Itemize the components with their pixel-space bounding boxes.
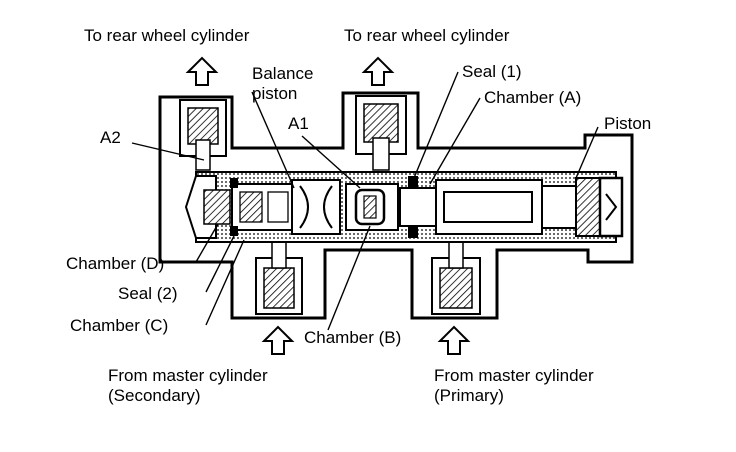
outlet-port-right xyxy=(355,95,407,171)
outlet-port-left xyxy=(179,99,227,171)
label-chamber-b: Chamber (B) xyxy=(304,328,402,347)
arrow-up-icon xyxy=(361,56,395,86)
label-chamber-a: Chamber (A) xyxy=(484,88,582,107)
label-piston: Piston xyxy=(604,114,652,133)
seal-1 xyxy=(408,176,418,188)
label-seal-1: Seal (1) xyxy=(462,62,522,81)
inlet-port-primary xyxy=(431,235,481,315)
label-to-rear-left: To rear wheel cylinder xyxy=(84,26,250,45)
leader-lines xyxy=(131,71,599,331)
left-end-cap xyxy=(184,175,231,239)
arrow-up-icon xyxy=(185,56,219,86)
right-plug xyxy=(598,176,624,238)
balance-piston xyxy=(231,179,341,235)
label-a1: A1 xyxy=(288,114,309,133)
seal-2b xyxy=(230,226,238,236)
main-piston xyxy=(399,177,601,237)
arrow-up-icon xyxy=(437,325,471,355)
label-a2: A2 xyxy=(100,128,121,147)
valve-a1 xyxy=(345,183,399,231)
label-balance-piston: Balance piston xyxy=(252,64,314,103)
arrow-up-icon xyxy=(261,325,295,355)
seal-1b xyxy=(408,226,418,238)
label-chamber-c: Chamber (C) xyxy=(70,316,169,335)
inlet-port-secondary xyxy=(255,235,303,315)
label-to-rear-right: To rear wheel cylinder xyxy=(344,26,510,45)
label-chamber-d: Chamber (D) xyxy=(66,254,165,273)
seal-2 xyxy=(230,178,238,188)
label-seal-2: Seal (2) xyxy=(118,284,178,303)
label-from-master-secondary: From master cylinder (Secondary) xyxy=(108,366,268,405)
label-from-master-primary: From master cylinder (Primary) xyxy=(434,366,594,405)
